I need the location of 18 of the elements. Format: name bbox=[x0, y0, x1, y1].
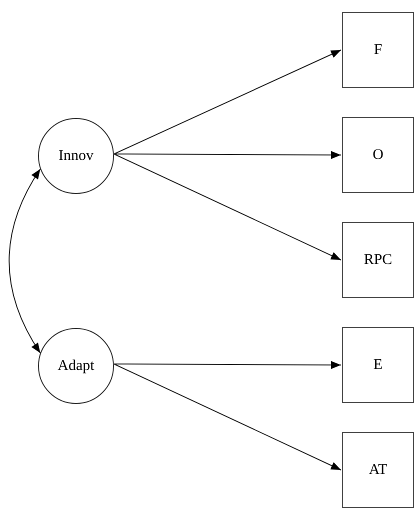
indicator-box bbox=[342, 432, 414, 508]
indicator-box bbox=[342, 117, 414, 193]
curved-double-arrow bbox=[8, 168, 41, 354]
node-label: O bbox=[372, 146, 384, 165]
node-label: Innov bbox=[58, 146, 94, 166]
indicator-box bbox=[342, 327, 414, 403]
node-label: F bbox=[374, 40, 382, 60]
node-label: E bbox=[373, 356, 383, 375]
node-label: AT bbox=[368, 460, 388, 480]
arrow bbox=[114, 360, 342, 369]
arrow bbox=[114, 154, 342, 260]
node-label: Adapt bbox=[58, 356, 94, 376]
arrow bbox=[114, 150, 342, 159]
indicator-box bbox=[342, 222, 414, 298]
arrow bbox=[114, 364, 342, 470]
arrow bbox=[114, 50, 342, 154]
node-label: RPC bbox=[364, 250, 392, 270]
indicator-box bbox=[342, 12, 414, 88]
